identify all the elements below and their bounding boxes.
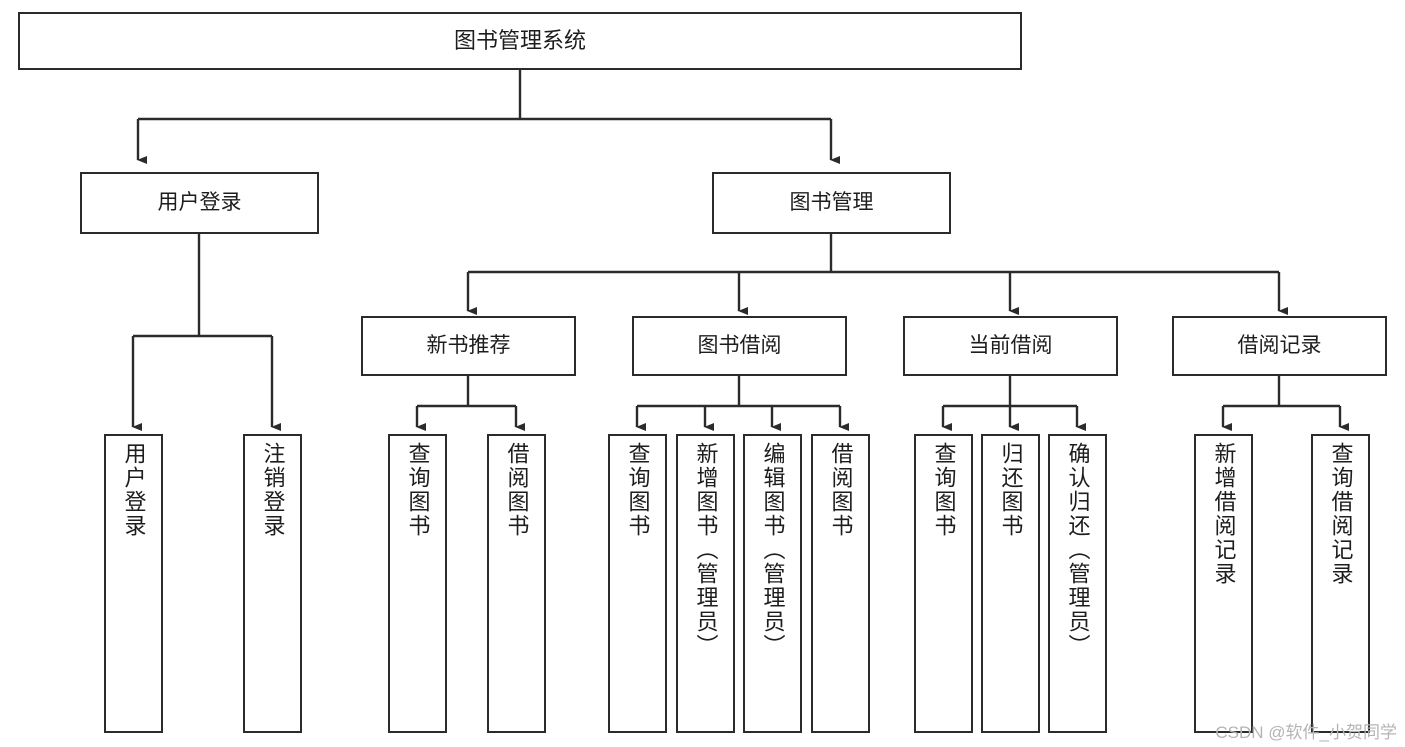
- leaf-label: 编辑图书（管理员）: [760, 442, 786, 658]
- node-user-login-label: 用户登录: [157, 190, 242, 214]
- leaf-book-borrow-borrow-book[interactable]: 借阅图书: [811, 434, 870, 733]
- node-book-management-label: 图书管理: [789, 190, 874, 214]
- watermark-text: CSDN @软件_小贺同学: [1215, 723, 1397, 742]
- leaf-label: 查询图书: [405, 442, 431, 538]
- node-borrow-record[interactable]: 借阅记录: [1172, 316, 1387, 376]
- leaf-current-borrow-return-book[interactable]: 归还图书: [981, 434, 1040, 733]
- leaf-current-borrow-query-book[interactable]: 查询图书: [914, 434, 973, 733]
- leaf-current-borrow-confirm-return[interactable]: 确认归还（管理员）: [1048, 434, 1107, 733]
- leaf-label: 新增图书（管理员）: [693, 442, 719, 658]
- leaf-borrow-record-add-record[interactable]: 新增借阅记录: [1194, 434, 1253, 733]
- node-current-borrow-label: 当前借阅: [968, 333, 1053, 357]
- node-current-borrow[interactable]: 当前借阅: [903, 316, 1118, 376]
- node-book-borrow-label: 图书借阅: [697, 333, 782, 357]
- node-root-label: 图书管理系统: [453, 28, 586, 54]
- node-root[interactable]: 图书管理系统: [18, 12, 1022, 70]
- leaf-label: 查询图书: [625, 442, 651, 538]
- node-borrow-record-label: 借阅记录: [1237, 333, 1322, 357]
- leaf-book-borrow-add-book[interactable]: 新增图书（管理员）: [676, 434, 735, 733]
- leaf-label: 借阅图书: [504, 442, 530, 538]
- leaf-label: 新增借阅记录: [1211, 442, 1237, 586]
- node-new-book-recommend-label: 新书推荐: [426, 333, 511, 357]
- leaf-book-borrow-query-book[interactable]: 查询图书: [608, 434, 667, 733]
- leaf-user-login-login[interactable]: 用户登录: [104, 434, 163, 733]
- leaf-label: 借阅图书: [828, 442, 854, 538]
- leaf-borrow-record-query-record[interactable]: 查询借阅记录: [1311, 434, 1370, 733]
- leaf-new-book-borrow-book[interactable]: 借阅图书: [487, 434, 546, 733]
- node-book-management[interactable]: 图书管理: [712, 172, 951, 234]
- leaf-label: 确认归还（管理员）: [1065, 442, 1091, 658]
- node-user-login[interactable]: 用户登录: [80, 172, 319, 234]
- leaf-label: 用户登录: [121, 442, 147, 538]
- leaf-user-login-logout[interactable]: 注销登录: [243, 434, 302, 733]
- leaf-book-borrow-edit-book[interactable]: 编辑图书（管理员）: [743, 434, 802, 733]
- leaf-label: 查询图书: [931, 442, 957, 538]
- leaf-label: 归还图书: [998, 442, 1024, 538]
- node-book-borrow[interactable]: 图书借阅: [632, 316, 847, 376]
- leaf-label: 查询借阅记录: [1328, 442, 1354, 586]
- leaf-label: 注销登录: [260, 442, 286, 538]
- leaf-new-book-query-book[interactable]: 查询图书: [388, 434, 447, 733]
- node-new-book-recommend[interactable]: 新书推荐: [361, 316, 576, 376]
